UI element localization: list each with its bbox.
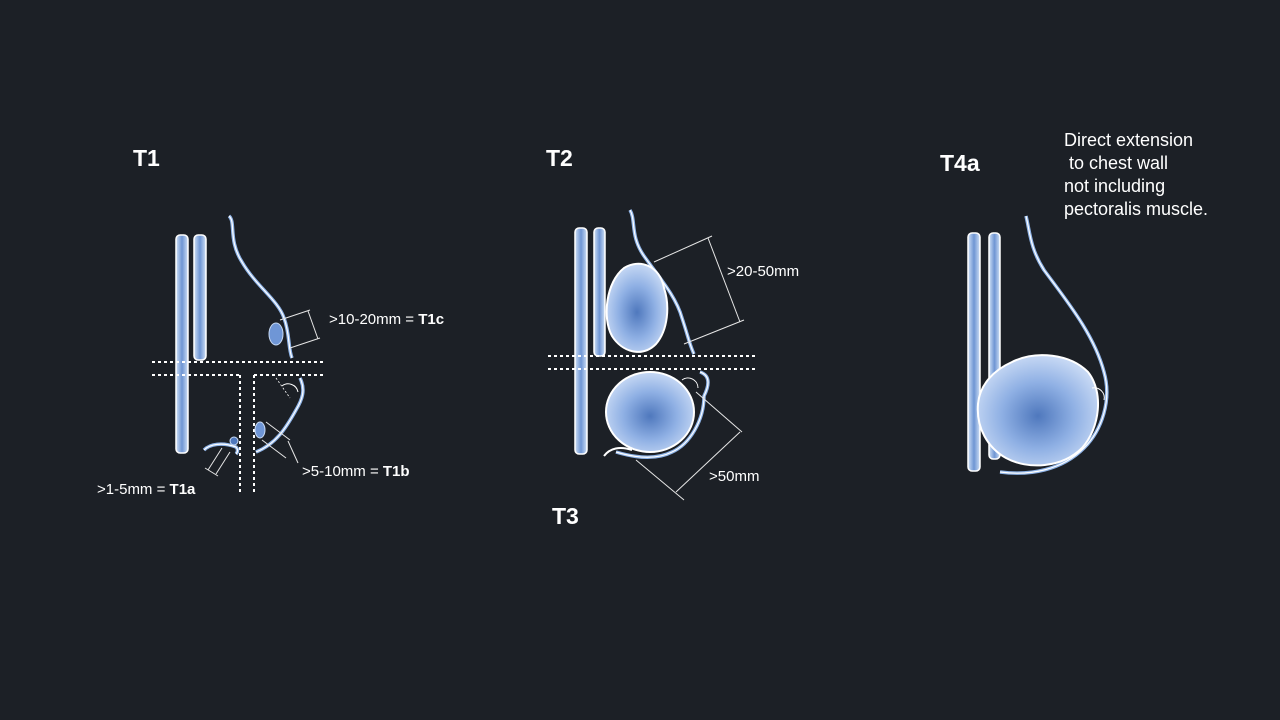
- t1a-size-label: >1-5mm = T1a: [97, 481, 195, 498]
- t4a-description: Direct extension to chest wall not inclu…: [1064, 129, 1208, 221]
- t3-tumor: [605, 371, 695, 453]
- t4a-description-line-4: pectoralis muscle.: [1064, 199, 1209, 219]
- t1b-size-text: >5-10mm =: [302, 463, 383, 480]
- t1-chest-wall-right: [193, 234, 207, 361]
- t1b-tumor: [254, 421, 266, 439]
- t3-size-label: >50mm: [709, 468, 760, 485]
- t1b-size-label: >5-10mm = T1b: [302, 463, 410, 480]
- t1a-stage-code: T1a: [169, 481, 196, 498]
- t2-title: T2: [546, 145, 573, 171]
- t4a-chest-wall-left: [967, 232, 981, 472]
- t1b-stage-code: T1b: [382, 463, 410, 480]
- t4a-panel-illustration: [967, 215, 1109, 475]
- t4a-description-line-1: Direct extension: [1064, 130, 1194, 150]
- t1c-stage-code: T1c: [418, 311, 445, 328]
- t4a-tumor: [976, 354, 1099, 467]
- t4a-description-line-3: not including: [1064, 176, 1166, 196]
- t1-title: T1: [133, 145, 160, 171]
- t1c-size-label: >10-20mm = T1c: [329, 311, 444, 328]
- t2-chest-wall-right: [593, 227, 606, 357]
- t2-chest-wall-left: [574, 227, 588, 455]
- t2-tumor: [605, 262, 669, 353]
- t1-chest-wall-left: [175, 234, 189, 454]
- t1a-size-text: >1-5mm =: [97, 481, 170, 498]
- t1c-tumor: [268, 322, 284, 346]
- t3-title: T3: [552, 503, 579, 529]
- t1a-tumor: [229, 436, 239, 446]
- t4a-description-line-2: to chest wall: [1064, 153, 1169, 173]
- t4a-title: T4a: [940, 150, 980, 176]
- t1-panel-illustration: [152, 214, 326, 492]
- t1c-size-text: >10-20mm =: [329, 311, 419, 328]
- t2-t3-panel-illustration: [548, 209, 758, 501]
- t2-size-label: >20-50mm: [727, 263, 800, 280]
